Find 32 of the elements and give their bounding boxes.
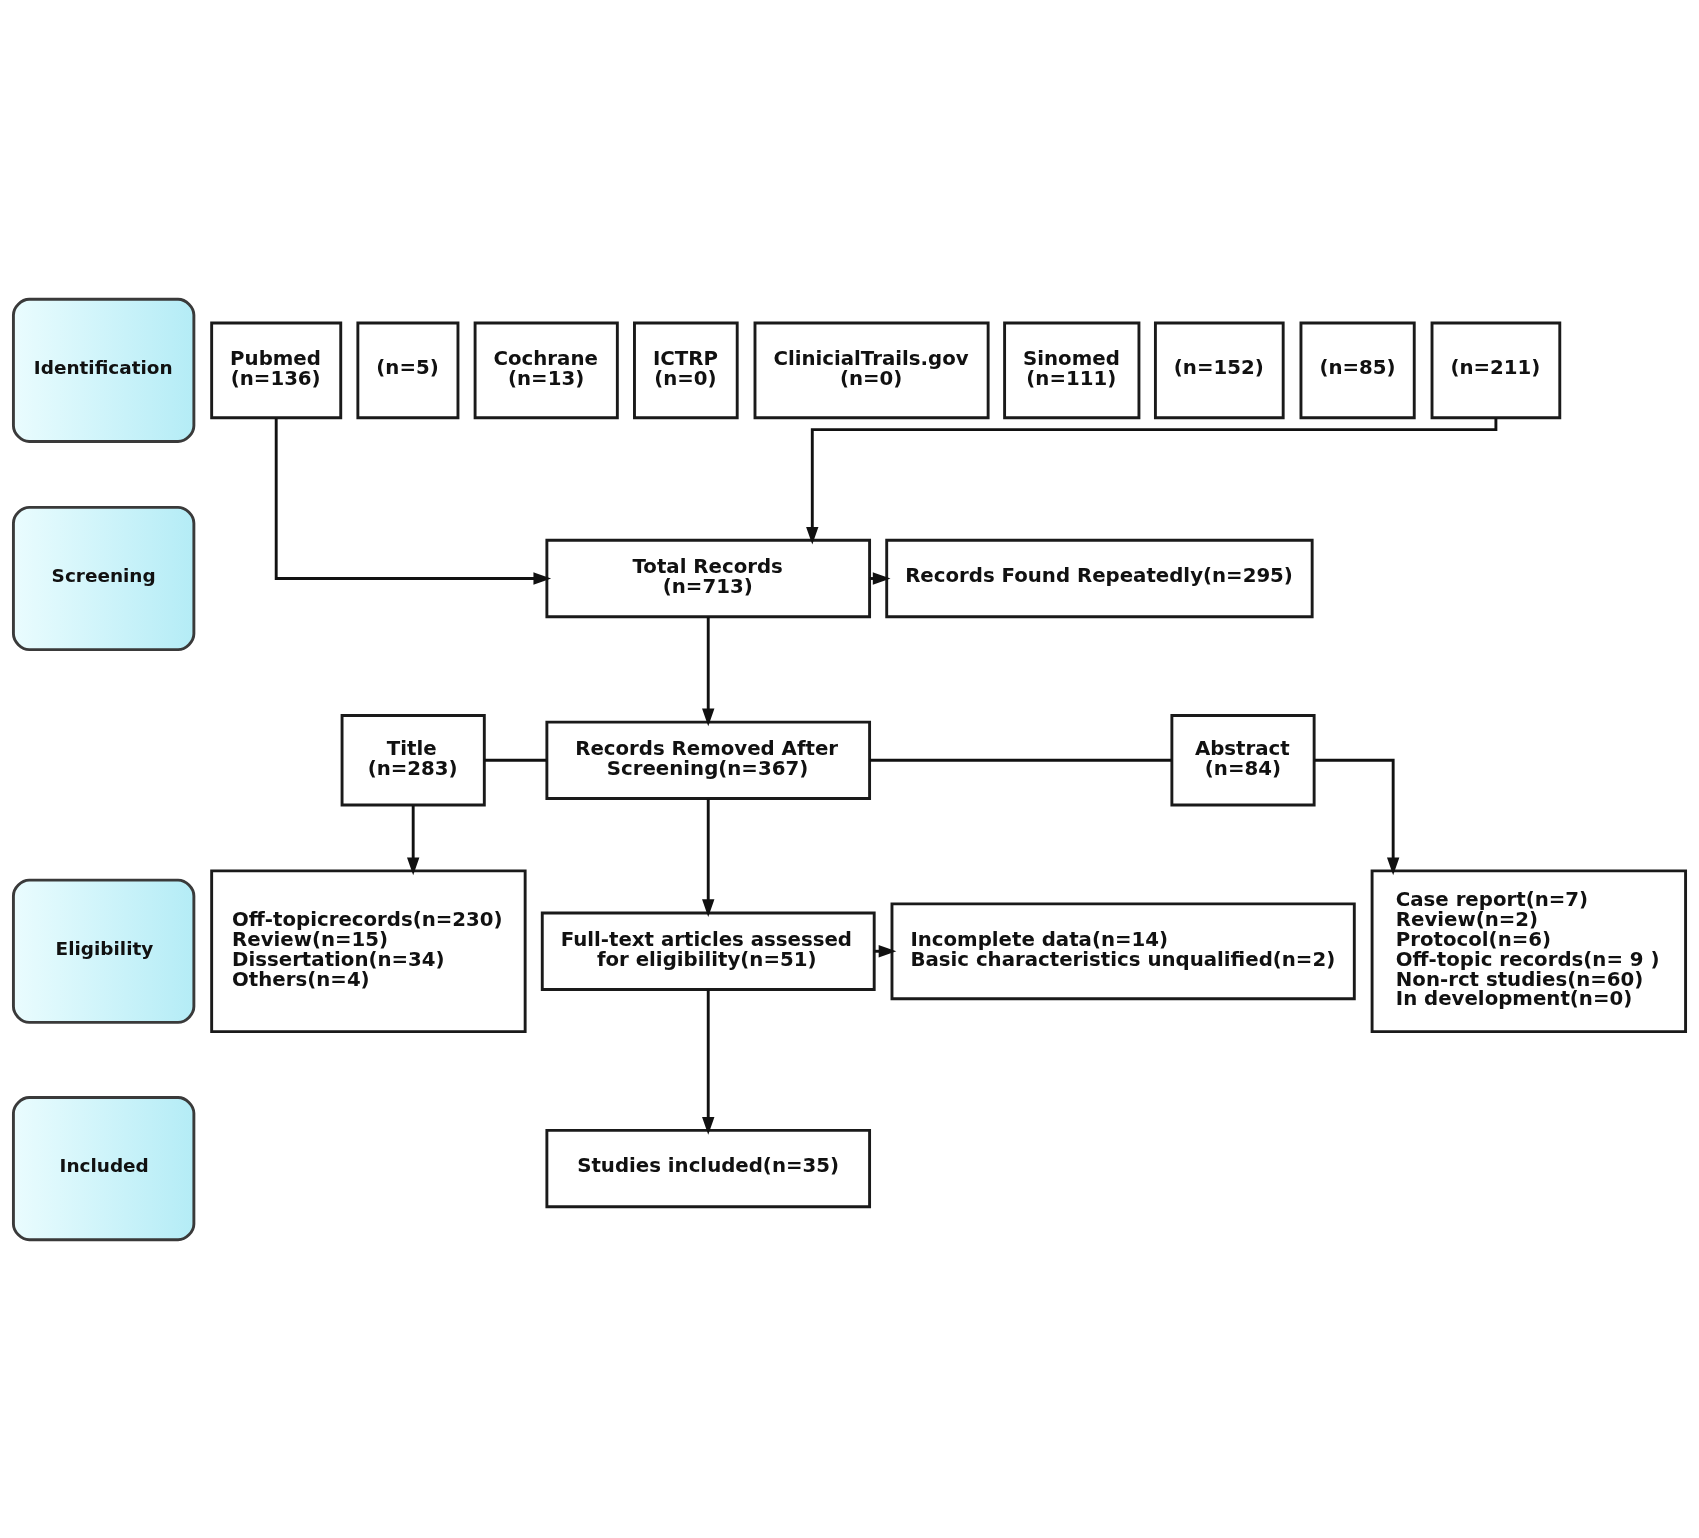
node-box: Incomplete data(n=14) Basic characteristics unqualified(n=2) [890, 901, 1356, 1000]
node-box: (n=85) [1299, 321, 1416, 419]
arrow [407, 805, 420, 875]
connector [869, 758, 1172, 762]
node-box: Sinomed (n=111) [1003, 321, 1141, 419]
arrow [806, 417, 1498, 545]
node-box: Full-text articles assessed for eligibility(n=51) [540, 911, 876, 991]
node-box: Eligibility [11, 878, 196, 1024]
node-box: ClinicialTrails.gov (n=0) [753, 321, 990, 419]
node-box: Included [11, 1095, 196, 1241]
node-box: ICTRP (n=0) [633, 321, 739, 419]
node-box: Title (n=283) [340, 713, 486, 806]
arrow [1314, 758, 1400, 875]
node-box: Abstract (n=84) [1170, 713, 1316, 806]
node-box: Records Removed After Screening(n=367) [545, 720, 872, 800]
arrow [274, 417, 552, 585]
node-box: (n=152) [1153, 321, 1285, 419]
node-box: Pubmed (n=136) [210, 321, 343, 419]
node-box: Cochrane (n=13) [473, 321, 619, 419]
node-box: Screening [11, 505, 196, 651]
node-box: Identification [11, 297, 196, 443]
arrow [702, 798, 715, 917]
node-box: Off-topicrecords(n=230) Review(n=15) Dissertation(n=34) Others(n=4) [210, 868, 527, 1033]
node-box: Case report(n=7) Review(n=2) Protocol(n=6) Off-topic records(n= 9 ) Non-rct studies(n=60) In development(n=0) [1370, 868, 1688, 1033]
arrow [702, 989, 715, 1135]
node-box: (n=5) [356, 321, 460, 419]
arrow [702, 616, 715, 726]
connector [484, 758, 547, 762]
node-box: Total Records (n=713) [545, 538, 872, 618]
node-box: (n=211) [1430, 321, 1562, 419]
node-box: Studies included(n=35) [545, 1128, 872, 1208]
node-box: Records Found Repeatedly(n=295) [885, 538, 1314, 618]
